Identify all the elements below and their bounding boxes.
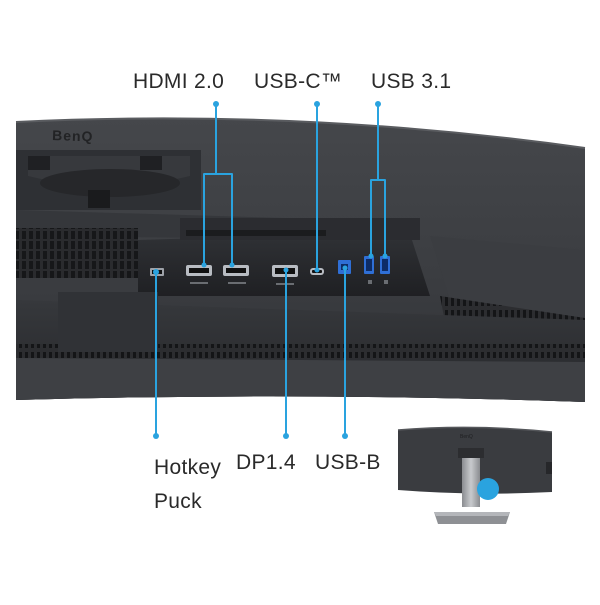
callout-usbc-label: USB-C™ xyxy=(254,70,343,93)
callout-hdmi-line xyxy=(203,103,233,266)
left-vent xyxy=(16,228,138,278)
brand-logo: BenQ xyxy=(52,127,94,144)
monitor-thumbnail: BenQ xyxy=(397,426,553,524)
callout-hotkey-line1: Hotkey xyxy=(154,456,222,479)
callout-hotkey-label: Hotkey Puck xyxy=(154,451,221,519)
callout-usb31-label: USB 3.1 xyxy=(371,70,452,93)
callout-usb31-line xyxy=(370,103,386,257)
callout-hdmi-label: HDMI 2.0 xyxy=(133,70,225,93)
svg-text:BenQ: BenQ xyxy=(460,434,473,440)
callout-dp-label: DP1.4 xyxy=(236,451,296,474)
callout-lines xyxy=(155,103,386,437)
callout-usbb-label: USB-B xyxy=(315,451,381,474)
right-vent xyxy=(430,236,585,320)
port-panel xyxy=(138,232,430,296)
bottom-vent xyxy=(16,344,585,358)
port-location-marker xyxy=(477,478,499,500)
callout-hotkey-line2: Puck xyxy=(154,490,202,513)
